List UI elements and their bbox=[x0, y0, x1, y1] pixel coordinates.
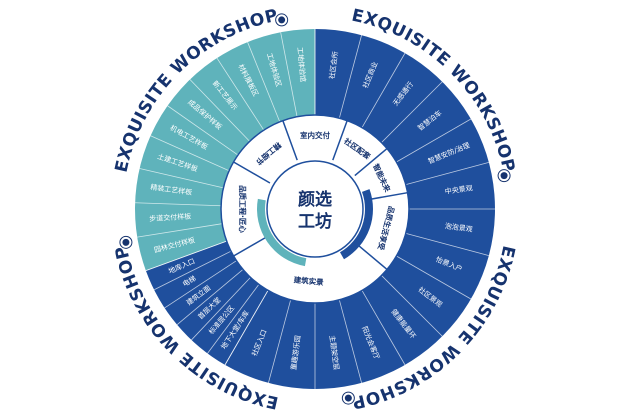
spoke-dark-right-divider bbox=[405, 232, 489, 256]
spoke-teal-label: 工地体验馆 bbox=[295, 47, 307, 83]
inner-ring-divider bbox=[282, 120, 298, 161]
center-title-line2: 工坊 bbox=[298, 211, 332, 232]
hub-accent-blue bbox=[340, 189, 373, 260]
spoke-dark-bottom-divider bbox=[207, 284, 260, 354]
ring-dot-outline bbox=[341, 391, 355, 405]
sector-dark-right bbox=[225, 29, 495, 389]
spoke-dark-right-divider bbox=[361, 290, 406, 366]
center-circle bbox=[266, 160, 364, 258]
spoke-dark-right-divider bbox=[268, 299, 292, 383]
spoke-teal-label: 步道交付样板 bbox=[149, 212, 191, 224]
center-title-line1: 颜选 bbox=[298, 189, 332, 210]
hub-accent-teal bbox=[257, 198, 307, 267]
spoke-dark-right-divider bbox=[396, 118, 472, 163]
inner-ring-divider bbox=[354, 241, 388, 270]
inner-ring-divider bbox=[354, 148, 388, 177]
spoke-dark-right-label: 泡泡景观 bbox=[444, 221, 473, 234]
inner-ring-divider bbox=[233, 234, 271, 257]
spoke-dark-right-divider bbox=[381, 81, 443, 143]
spoke-dark-bottom-divider bbox=[164, 260, 237, 309]
spoke-dark-right-divider bbox=[396, 255, 472, 300]
spoke-teal-divider bbox=[216, 57, 265, 131]
inner-ring-label: 品质工程·匠心 bbox=[238, 185, 248, 233]
ring-dot-outline bbox=[119, 235, 133, 249]
spoke-dark-right-divider bbox=[338, 35, 362, 119]
ring-dot-outline bbox=[497, 169, 511, 183]
spoke-dark-right-label: 中央景观 bbox=[444, 183, 473, 196]
spoke-divider-lines bbox=[135, 29, 495, 389]
inner-ring-divider bbox=[332, 120, 348, 161]
ring-dot bbox=[500, 172, 508, 180]
spoke-dark-bottom-divider bbox=[176, 269, 244, 326]
spoke-dark-bottom-divider bbox=[153, 250, 232, 291]
ring-dot-outline bbox=[275, 13, 289, 27]
spoke-dark-bottom-divider bbox=[191, 277, 251, 341]
ring-dot bbox=[122, 238, 130, 246]
spoke-dark-right-label: 社区会所 bbox=[327, 51, 340, 80]
inner-ring-divider bbox=[233, 161, 271, 184]
spoke-dark-right-divider bbox=[361, 52, 406, 128]
sector-teal-left bbox=[135, 29, 315, 271]
spoke-dark-right-divider bbox=[338, 299, 362, 383]
center-hub: 颜选 工坊 bbox=[266, 160, 364, 258]
spoke-teal-divider bbox=[139, 168, 224, 189]
spoke-teal-divider bbox=[145, 240, 227, 271]
inner-ring-divider bbox=[366, 191, 408, 201]
inner-ring-label: 建筑实景 bbox=[292, 274, 324, 287]
inner-ring-outline bbox=[220, 114, 410, 304]
spoke-teal-divider bbox=[247, 41, 281, 122]
spoke-teal-divider bbox=[280, 32, 298, 117]
spoke-teal-divider bbox=[150, 135, 230, 172]
spoke-teal-divider bbox=[137, 223, 223, 238]
spoke-teal-divider bbox=[135, 202, 222, 207]
spoke-segments bbox=[135, 29, 495, 389]
spoke-dark-right-divider bbox=[381, 275, 443, 337]
spoke-teal-divider bbox=[167, 105, 239, 156]
sector-dark-bottom bbox=[145, 241, 268, 365]
inner-ring-label: 室内交付 bbox=[300, 130, 330, 140]
ring-dot bbox=[344, 394, 352, 402]
spoke-dark-bottom-divider bbox=[224, 290, 269, 366]
spoke-dark-right-divider bbox=[405, 162, 489, 186]
spoke-teal-divider bbox=[189, 79, 250, 142]
ring-dot bbox=[278, 16, 286, 24]
